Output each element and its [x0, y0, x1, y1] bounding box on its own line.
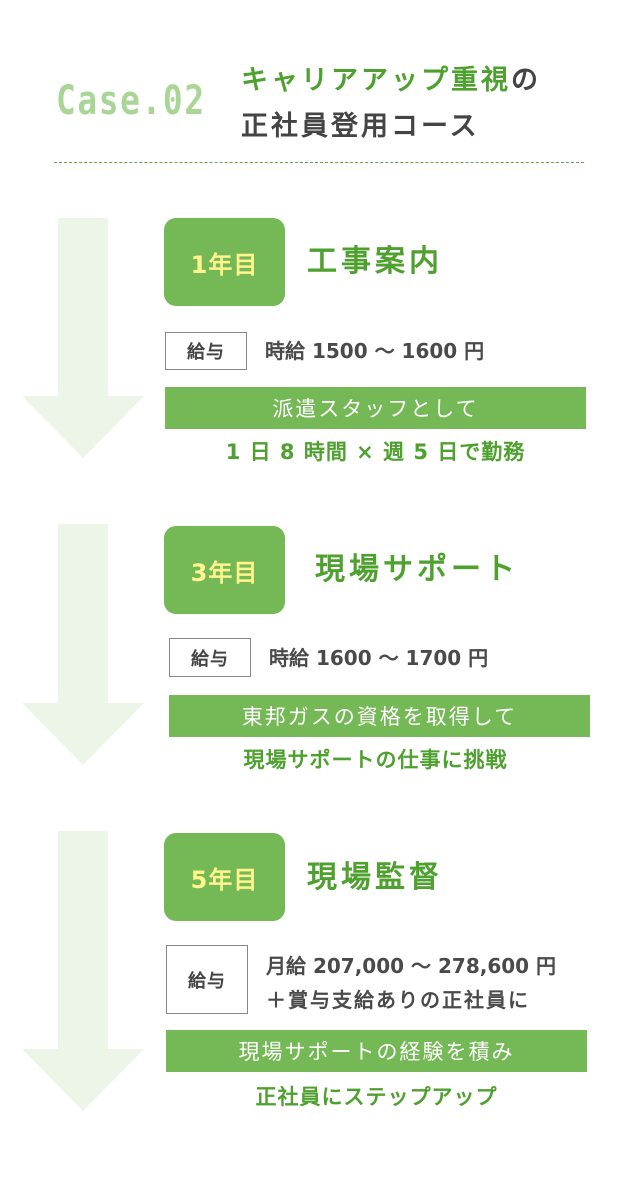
- salary-label: 給与: [169, 638, 251, 677]
- stage-title: 現場サポート: [315, 552, 519, 587]
- stage-detail-text: 正社員にステップアップ: [255, 1085, 498, 1109]
- stage-condition-bar: 東邦ガスの資格を取得して: [169, 695, 590, 737]
- title-line-2: 正社員登用コース: [241, 111, 480, 142]
- salary-label: 給与: [166, 945, 248, 1014]
- stage-badge-year-1: 1年目: [164, 218, 285, 306]
- salary-value: 時給 1600 〜 1700 円: [269, 646, 489, 670]
- salary-label: 給与: [165, 332, 247, 370]
- stage-badge-year-5: 5年目: [164, 833, 285, 921]
- stage-condition-bar: 現場サポートの経験を積み: [166, 1030, 587, 1072]
- stage-detail-text: 1 日 8 時間 × 週 5 日で勤務: [225, 440, 526, 464]
- stage-detail-text: 現場サポートの仕事に挑戦: [243, 748, 508, 772]
- stage-title: 現場監督: [307, 860, 443, 895]
- salary-value-line-2: ＋賞与支給ありの正社員に: [266, 988, 530, 1012]
- salary-value-line-1: 月給 207,000 〜 278,600 円: [266, 954, 557, 978]
- stage-title: 工事案内: [307, 244, 443, 279]
- down-arrow-icon: [22, 218, 144, 458]
- stage-badge-year-3: 3年目: [164, 526, 285, 614]
- case-label: Case.02: [56, 78, 206, 124]
- page-title: キャリアアップ重視の 正社員登用コース: [241, 58, 541, 150]
- down-arrow-icon: [22, 831, 144, 1111]
- title-highlight: キャリアアップ重視: [241, 65, 511, 96]
- salary-value: 時給 1500 〜 1600 円: [265, 339, 485, 363]
- stage-condition-bar: 派遣スタッフとして: [165, 387, 586, 429]
- title-line-1: キャリアアップ重視の: [241, 58, 541, 104]
- title-line1-rest: の: [511, 65, 541, 96]
- down-arrow-icon: [22, 524, 144, 765]
- dashed-divider: [54, 162, 584, 163]
